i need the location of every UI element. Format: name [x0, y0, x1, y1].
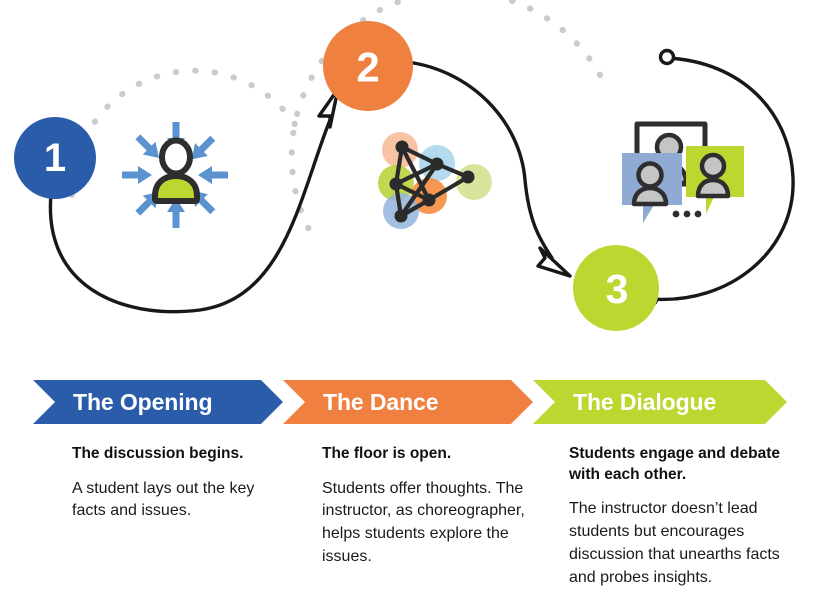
stage-opening: The Opening The discussion begins. A stu… — [33, 380, 303, 523]
stage-opening-title: The Opening — [73, 389, 213, 415]
line-endpoint-dot-4 — [658, 48, 676, 66]
stage-dance-text: Students offer thoughts. The instructor,… — [322, 479, 525, 566]
speech-bubbles-people-icon — [622, 121, 744, 223]
step-number-3: 3 — [606, 266, 629, 312]
flow-line-1-to-2 — [48, 118, 332, 314]
speech-bubble-blue — [622, 153, 682, 223]
stage-dance-banner[interactable]: The Dance — [283, 380, 553, 424]
ellipsis-dots-icon — [672, 210, 702, 218]
flow-line-3-outward — [649, 56, 795, 302]
stage-opening-headline: The discussion begins. — [72, 445, 244, 462]
speech-bubble-green — [686, 146, 744, 214]
stage-dance: The Dance The floor is open. Students of… — [283, 380, 553, 569]
process-illustration: 1 — [14, 0, 795, 331]
stage-dance-headline: The floor is open. — [322, 445, 452, 462]
chevron-shape-blue — [33, 380, 283, 424]
person-silhouette-green-bubble — [695, 152, 731, 199]
stage-opening-body: The discussion begins. A student lays ou… — [33, 424, 284, 523]
dotted-arc-right — [288, 0, 603, 240]
step-circle-1: 1 — [14, 117, 96, 199]
stage-opening-text: A student lays out the key facts and iss… — [72, 479, 255, 520]
chevron-shape-green — [533, 380, 787, 424]
stage-opening-banner[interactable]: The Opening — [33, 380, 303, 424]
flow-line-2-to-3 — [405, 60, 554, 260]
network-nodes-icon — [378, 132, 492, 229]
stage-dialogue-text: The instructor doesn’t lead students but… — [569, 500, 780, 586]
arrowhead-into-circle-3 — [536, 246, 572, 278]
stage-dialogue-banner[interactable]: The Dialogue — [533, 380, 803, 424]
step-number-2: 2 — [356, 44, 379, 91]
stage-dialogue-body: Students engage and debate with each oth… — [533, 424, 781, 590]
chevron-shape-orange — [283, 380, 533, 424]
person-with-inward-arrows-icon — [122, 122, 228, 228]
step-circle-2: 2 — [323, 21, 413, 111]
arrowhead-into-circle-2 — [317, 87, 340, 129]
stage-dialogue-headline: Students engage and debate with each oth… — [569, 445, 781, 483]
stage-dance-title: The Dance — [323, 389, 439, 415]
stage-dialogue-title: The Dialogue — [573, 389, 717, 415]
stage-dance-body: The floor is open. Students offer though… — [283, 424, 534, 569]
step-number-1: 1 — [44, 136, 66, 180]
stages-row: The Opening The discussion begins. A stu… — [0, 380, 821, 616]
stage-dialogue: The Dialogue Students engage and debate … — [533, 380, 803, 590]
step-circle-3: 3 — [573, 245, 659, 331]
person-silhouette-blue-bubble — [631, 161, 669, 207]
